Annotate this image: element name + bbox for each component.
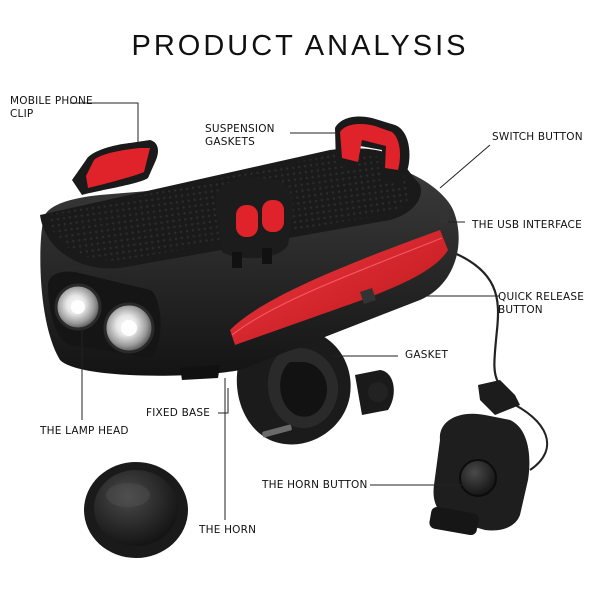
remote-horn-unit [429, 380, 530, 536]
leader-switch-button [439, 144, 491, 189]
quick-release-button [360, 288, 376, 304]
suspension-gasket-red-1 [236, 205, 258, 237]
clamp-screw [262, 424, 292, 438]
phone-clip-pad-right [340, 124, 400, 170]
leader-lines [70, 102, 500, 520]
remote-strap [429, 506, 479, 536]
remote-button [459, 459, 497, 497]
phone-clip-pad-left [86, 148, 150, 188]
remote-strap-cable [504, 399, 549, 471]
usb-port [440, 205, 448, 223]
horn-cable [446, 248, 501, 386]
label-lamp-head: THE LAMP HEAD [40, 425, 129, 437]
phone-clip-right [335, 116, 410, 185]
suspension-gasket-red-2 [262, 200, 284, 232]
leader-fixed-base [218, 388, 229, 414]
page-title: PRODUCT ANALYSIS [131, 30, 469, 62]
horn-speaker [180, 365, 220, 380]
label-switch-button: SWITCH BUTTON [492, 131, 583, 143]
mobile-phone-clip [72, 140, 158, 195]
label-quick-release-button: QUICK RELEASE BUTTON [498, 291, 585, 316]
suspension-gaskets [215, 178, 293, 268]
light-body [40, 116, 459, 380]
label-fixed-base: FIXED BASE [146, 407, 211, 419]
label-usb-interface: THE USB INTERFACE [472, 219, 582, 231]
leader-mobile-phone-clip [70, 102, 139, 143]
label-gasket: GASKET [405, 349, 449, 361]
red-side-panel [230, 230, 448, 345]
label-suspension-gaskets: SUSPENSION GASKETS [205, 123, 275, 148]
label-mobile-phone-clip: MOBILE PHONE CLIP [10, 95, 93, 120]
horn-button-closeup [84, 462, 188, 558]
label-horn-button: THE HORN BUTTON [262, 479, 368, 491]
lamp-head [48, 271, 161, 358]
label-horn: THE HORN [199, 524, 257, 536]
